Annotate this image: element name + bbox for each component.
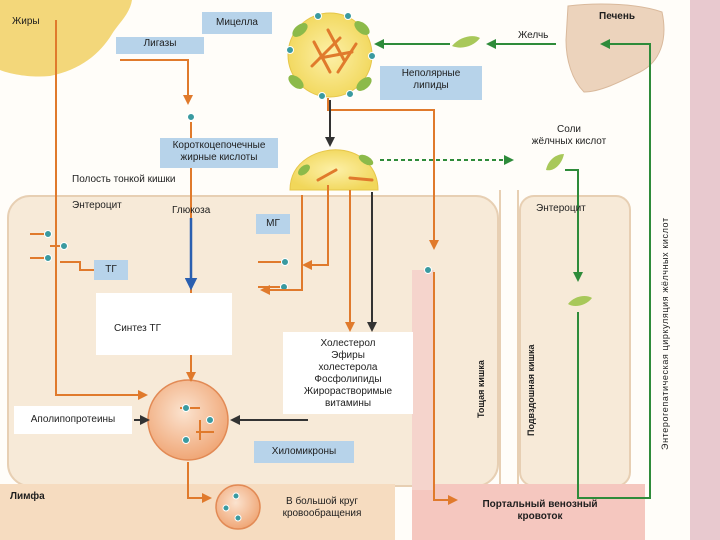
label-enterohepatic: Энтерогепатическая циркуляция жёлчных ки… [660, 217, 670, 450]
label-micelle: Мицелла [202, 12, 272, 34]
label-glucose: Глюкоза [172, 205, 211, 216]
label-liver: Печень [599, 11, 636, 22]
chylomicron-sphere [147, 379, 229, 461]
fat-blob [0, 0, 132, 77]
label-ileum: Подвздошная кишка [526, 344, 536, 436]
label-apolipoproteins: Аполипопротеины [14, 406, 132, 434]
label-lymph: Лимфа [10, 491, 45, 502]
label-nonpolar-lipids: Неполярные липиды [380, 66, 482, 100]
label-chylomicrons: Хиломикроны [254, 441, 354, 463]
lymph-band [0, 484, 395, 540]
label-bile-salts: Соли жёлчных кислот [531, 124, 607, 147]
label-enterocyte-left: Энтероцит [72, 200, 122, 211]
portal-band [412, 484, 645, 540]
liver-shape [565, 3, 665, 93]
label-tg-synthesis: Синтез ТГ [114, 323, 162, 334]
side-strip [690, 0, 720, 540]
label-enterocyte-right: Энтероцит [536, 203, 586, 214]
label-systemic-circulation: В большой круг кровообращения [282, 496, 362, 519]
label-portal: Портальный венозный кровоток [482, 499, 598, 522]
chylomicron-lymph [215, 484, 261, 530]
label-short-chain-fa: Короткоцепочечные жирные кислоты [160, 138, 278, 168]
tg-synthesis-box: Синтез ТГ [96, 293, 232, 355]
label-products: Холестерол Эфиры холестерола Фосфолипиды… [283, 332, 413, 414]
label-fats: Жиры [12, 16, 40, 27]
label-mg: МГ [256, 214, 290, 234]
label-bile: Желчь [518, 30, 549, 41]
label-lipases: Лигазы [116, 37, 204, 54]
enterocyte-right-region [519, 195, 631, 487]
label-tg: ТГ [94, 260, 128, 280]
label-jejunum: Тощая кишка [476, 360, 486, 418]
label-intestine-cavity: Полость тонкой кишки [72, 174, 176, 185]
